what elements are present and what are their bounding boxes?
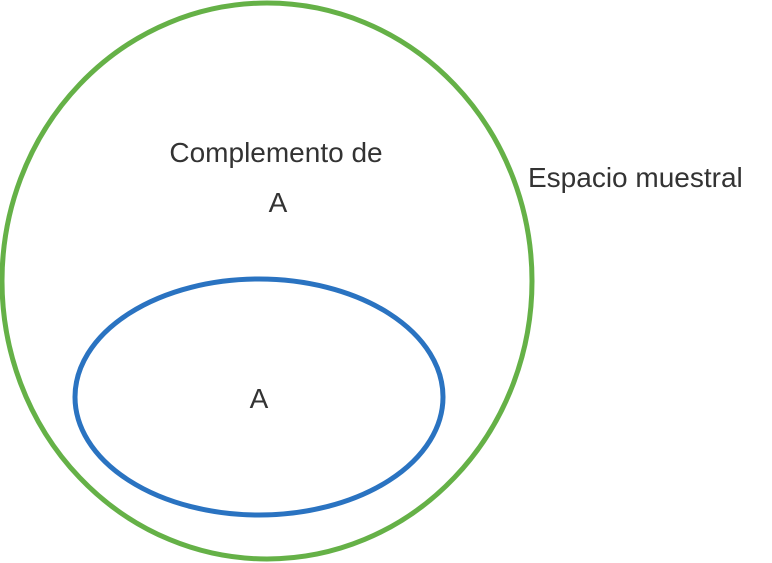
- complement-label-line2: A: [269, 187, 288, 218]
- sample-space-circle: [0, 0, 535, 562]
- complement-label-line1: Complemento de: [169, 137, 382, 168]
- sample-space-label: Espacio muestral: [528, 162, 743, 193]
- event-a-label: A: [250, 383, 269, 414]
- event-a-ellipse: [72, 276, 446, 518]
